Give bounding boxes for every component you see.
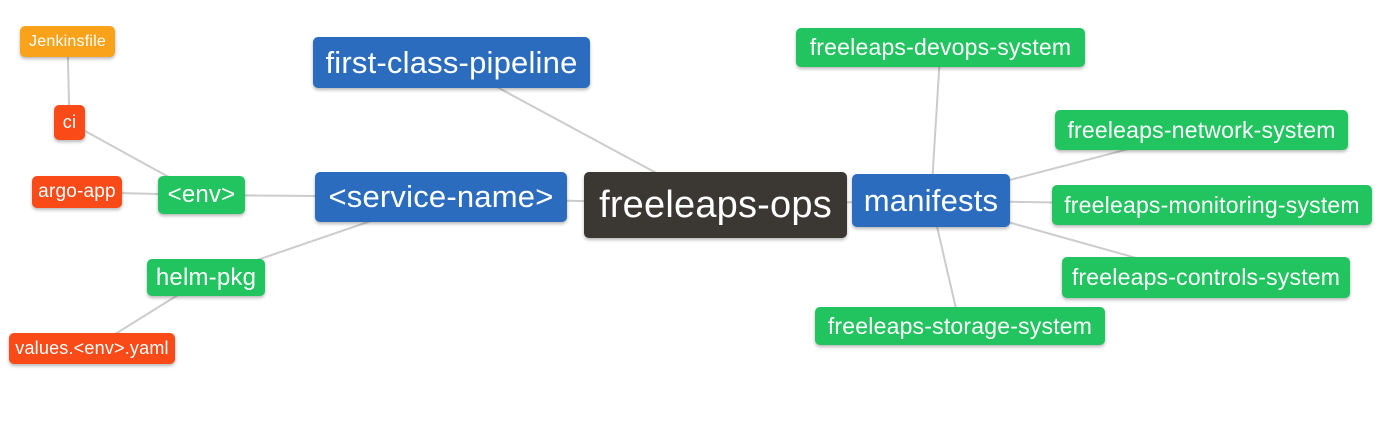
node-values-env-yaml[interactable]: values.<env>.yaml <box>9 333 175 364</box>
node-freeleaps-storage-system[interactable]: freeleaps-storage-system <box>815 307 1105 345</box>
node-freeleaps-monitoring-system[interactable]: freeleaps-monitoring-system <box>1052 185 1372 225</box>
node-service-name[interactable]: <service-name> <box>315 172 567 222</box>
node-freeleaps-ops[interactable]: freeleaps-ops <box>584 172 847 238</box>
node-jenkinsfile[interactable]: Jenkinsfile <box>20 26 115 57</box>
node-manifests[interactable]: manifests <box>852 174 1010 227</box>
node-first-class-pipeline[interactable]: first-class-pipeline <box>313 37 590 88</box>
node-env[interactable]: <env> <box>158 176 245 214</box>
node-argo-app[interactable]: argo-app <box>32 176 122 208</box>
node-freeleaps-devops-system[interactable]: freeleaps-devops-system <box>796 28 1085 67</box>
node-freeleaps-network-system[interactable]: freeleaps-network-system <box>1055 110 1348 150</box>
node-helm-pkg[interactable]: helm-pkg <box>147 259 265 296</box>
node-freeleaps-controls-system[interactable]: freeleaps-controls-system <box>1062 257 1350 298</box>
node-ci[interactable]: ci <box>54 105 85 140</box>
